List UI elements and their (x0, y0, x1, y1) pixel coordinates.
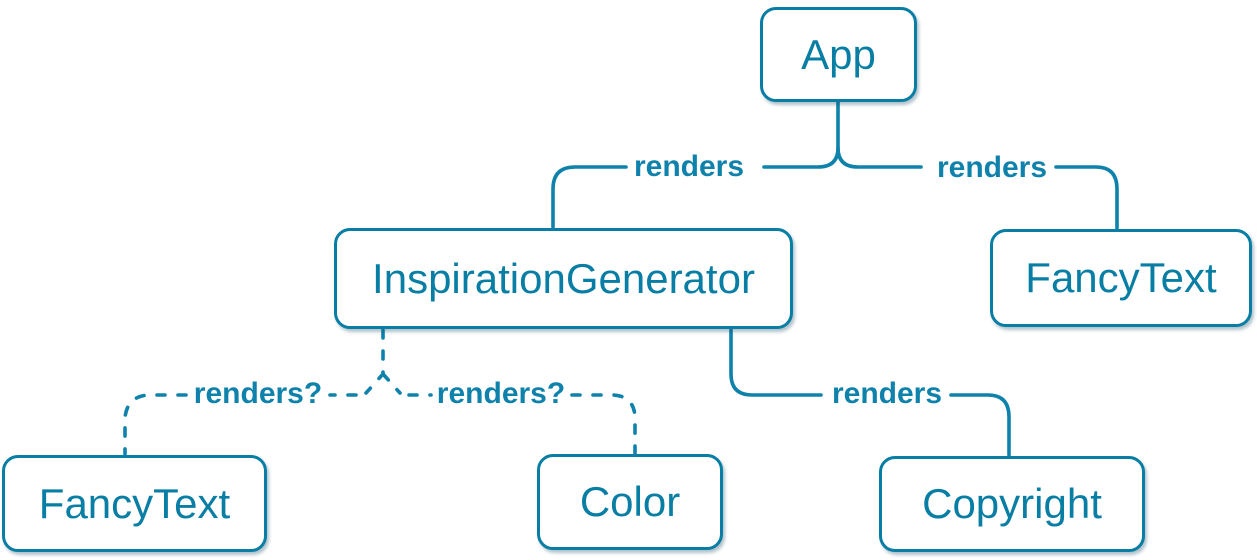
node-app: App (760, 7, 917, 102)
edge-label-renders-maybe-fancytext: renders? (193, 377, 323, 410)
node-app-label: App (801, 30, 876, 78)
edge-label-renders-app-fancytext: renders (936, 151, 1048, 184)
edge-label-renders-copyright: renders (831, 377, 943, 410)
node-fancy-text-top-label: FancyText (1025, 254, 1217, 301)
edge-app-to-fancytext (836, 146, 1119, 230)
node-fancy-text-bottom: FancyText (2, 455, 267, 552)
edge-inspirationgenerator-to-color-dashed (381, 372, 637, 455)
node-color-label: Color (579, 478, 681, 525)
node-inspiration-generator: InspirationGenerator (334, 228, 793, 329)
edge-label-renders-app-inspirationgenerator: renders (633, 150, 745, 183)
edge-label-renders-maybe-color: renders? (436, 377, 566, 410)
node-copyright-label: Copyright (922, 480, 1102, 527)
node-copyright: Copyright (879, 456, 1145, 552)
node-color: Color (537, 454, 723, 550)
edge-inspirationgenerator-to-copyright (729, 328, 1011, 457)
node-fancy-text-bottom-label: FancyText (38, 479, 231, 527)
node-inspiration-generator-label: InspirationGenerator (372, 254, 755, 302)
node-fancy-text-top: FancyText (990, 229, 1252, 327)
